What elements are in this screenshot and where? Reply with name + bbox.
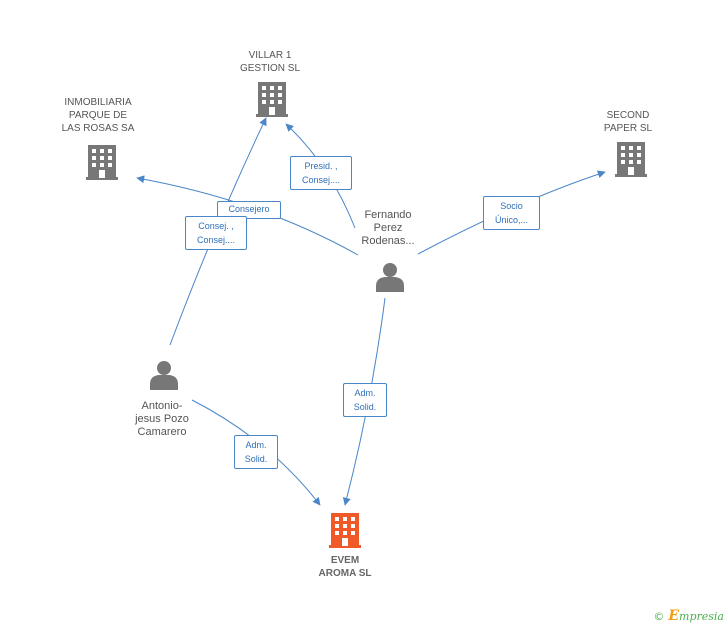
- company-label-evem[interactable]: EVEM AROMA SL: [318, 555, 372, 579]
- edge-label-socio[interactable]: Socio Único,...: [483, 196, 540, 230]
- edge-label-adm-fernando[interactable]: Adm. Solid.: [343, 383, 387, 417]
- edge-label-consej[interactable]: Consej. , Consej....: [185, 216, 247, 250]
- person-icon-antonio[interactable]: [150, 361, 178, 390]
- building-icon-second[interactable]: [615, 142, 647, 177]
- company-label-second[interactable]: SECOND PAPER SL: [603, 110, 653, 134]
- building-icon-evem[interactable]: [329, 513, 361, 548]
- empresia-logo: ©Empresia: [653, 608, 724, 624]
- building-icon-villar[interactable]: [256, 82, 288, 117]
- company-label-inmobiliaria[interactable]: INMOBILIARIA PARQUE DE LAS ROSAS SA: [61, 97, 135, 134]
- edge-label-presid[interactable]: Presid. , Consej....: [290, 156, 352, 190]
- copyright-icon: ©: [653, 610, 665, 623]
- edges: [136, 117, 606, 506]
- edge-label-consejero[interactable]: Consejero: [217, 201, 281, 219]
- company-label-villar[interactable]: VILLAR 1 GESTION SL: [239, 50, 300, 74]
- brand-letter: E: [668, 608, 680, 624]
- person-icon-fernando[interactable]: [376, 263, 404, 292]
- person-label-antonio[interactable]: Antonio- jesus Pozo Camarero: [135, 400, 189, 438]
- person-label-fernando[interactable]: Fernando Perez Rodenas...: [361, 209, 415, 247]
- brand-name: mpresia: [679, 610, 724, 623]
- edge-label-adm-antonio[interactable]: Adm. Solid.: [234, 435, 278, 469]
- building-icon-inmobiliaria[interactable]: [86, 145, 118, 180]
